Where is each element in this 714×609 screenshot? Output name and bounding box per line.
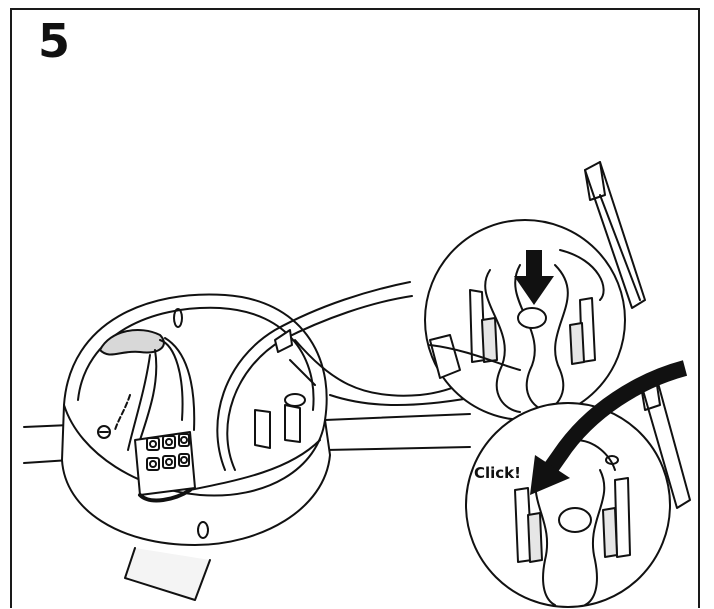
ceiling-canopy [61, 293, 331, 546]
step-number: 5 [38, 14, 71, 68]
hinged-arm-top [584, 161, 646, 309]
down-arrow-icon [514, 250, 554, 305]
wire-clamp [99, 329, 196, 451]
mounting-rails [23, 413, 471, 464]
curved-arrow-icon [530, 360, 688, 495]
instruction-panel [10, 8, 700, 608]
strain-relief [254, 329, 316, 449]
canopy-stem [124, 547, 211, 601]
detail-circle-top [424, 219, 626, 421]
click-callout: Click! [474, 464, 521, 482]
terminal-block [134, 431, 196, 503]
